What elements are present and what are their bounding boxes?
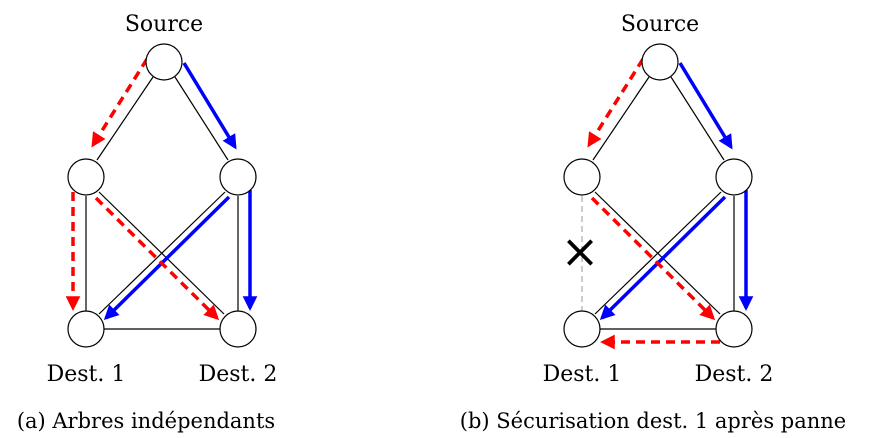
red-arrow-n1-dest2	[590, 196, 716, 321]
blue-arrow-source-n2	[678, 62, 733, 150]
edge-source-n2	[670, 76, 725, 161]
node-n2	[219, 158, 257, 196]
caption-a: (a) Arbres indépendants	[17, 409, 275, 433]
blue-arrow-source-n2	[182, 62, 237, 150]
node-source	[145, 43, 183, 81]
red-arrow-source-n1	[587, 58, 645, 148]
panel-b-red-tree	[587, 58, 720, 350]
panel-a-blue-tree	[103, 62, 258, 321]
node-dest2	[219, 310, 257, 348]
edge-source-n1	[96, 76, 154, 161]
blue-arrow-n2-dest1	[599, 195, 727, 321]
edge-source-n2	[174, 76, 229, 161]
node-n1	[563, 158, 601, 196]
dest2-label: Dest. 2	[199, 362, 278, 387]
dest2-label: Dest. 2	[695, 362, 774, 387]
failure-mark: ×	[561, 224, 600, 278]
red-arrow-source-n1	[91, 58, 149, 148]
source-label: Source	[621, 12, 699, 37]
node-dest1	[67, 310, 105, 348]
panel-a-edges	[85, 76, 239, 330]
panel-b-blue-tree	[599, 62, 754, 321]
edge-n2-dest1	[594, 191, 722, 315]
node-n2	[715, 158, 753, 196]
red-arrow-n1-dest2	[94, 196, 220, 321]
dest1-label: Dest. 1	[543, 362, 622, 387]
panel-b-nodes	[563, 43, 753, 348]
panel-a-nodes	[67, 43, 257, 348]
caption-b: (b) Sécurisation dest. 1 après panne	[460, 409, 846, 433]
node-n1	[67, 158, 105, 196]
node-dest2	[715, 310, 753, 348]
panel-a-red-tree	[65, 58, 220, 321]
node-dest1	[563, 310, 601, 348]
blue-arrow-n2-dest1	[103, 195, 231, 321]
node-source	[641, 43, 679, 81]
panel-b: × Source Dest. 1 Dest. 2 (b) Sécurisatio…	[460, 12, 846, 433]
dest1-label: Dest. 1	[47, 362, 126, 387]
source-label: Source	[125, 12, 203, 37]
panel-a: Source Dest. 1 Dest. 2 (a) Arbres indépe…	[17, 12, 278, 433]
edge-source-n1	[592, 76, 650, 161]
panel-b-edges	[592, 76, 735, 330]
edge-n2-dest1	[98, 191, 226, 315]
